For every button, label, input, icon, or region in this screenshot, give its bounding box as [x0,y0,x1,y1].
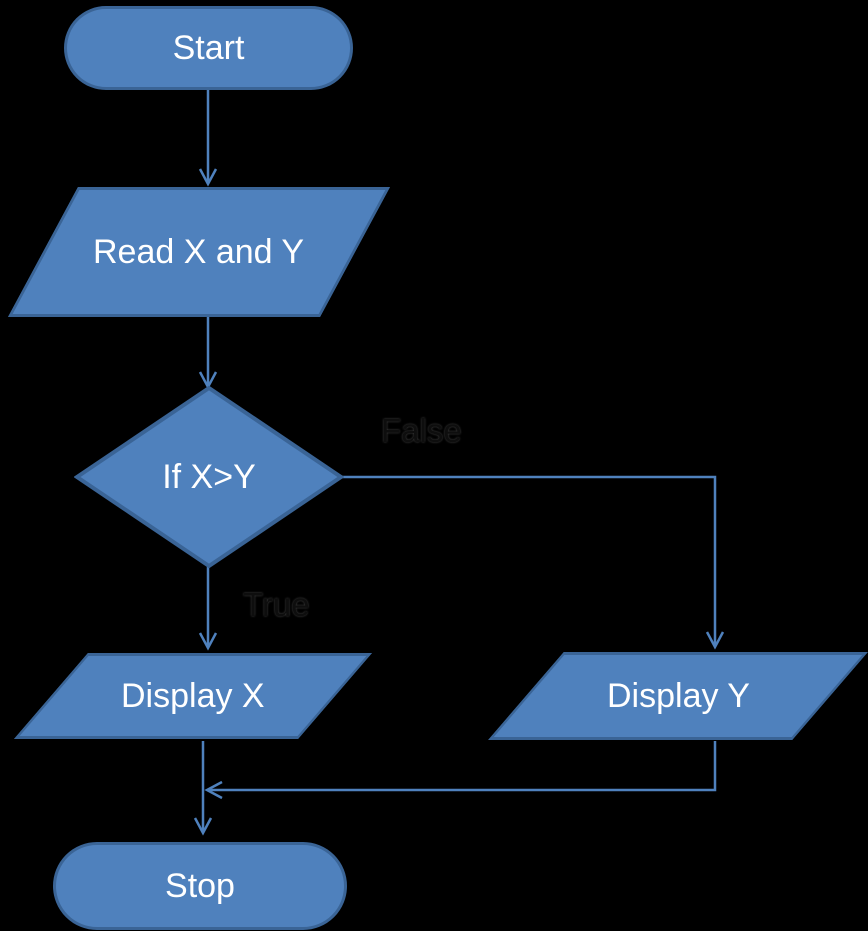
connector-decision-display-x [198,566,218,651]
connector-display-y-merge [204,741,717,800]
node-decision-label-wrap: If X>Y [74,385,344,569]
arrowhead-down-icon [193,817,213,836]
node-decision: If X>Y [74,385,344,569]
arrowhead-down-icon [198,168,218,187]
node-start-label: Start [172,29,245,67]
decision-diamond-polygon [74,385,344,569]
node-stop-label: Stop [165,867,235,905]
arrowhead-down-icon [198,632,218,651]
connector-decision-display-y [341,475,725,650]
arrowhead-down-icon [705,631,725,650]
edge-label-true: True [243,586,310,623]
arrowhead-left-icon [204,780,223,800]
connector-false-line [341,475,717,646]
connector-display-x-stop [193,741,213,836]
node-read-input-label: Read X and Y [93,233,305,271]
node-stop: Stop [53,842,347,930]
connector-display-y-merge-line [208,741,717,792]
node-display-x-label: Display X [121,677,265,715]
node-display-y-label: Display Y [606,677,750,715]
decision-diamond-shape [74,385,344,569]
connector-read-decision [198,317,218,390]
edge-label-false: False [381,412,462,449]
connector-start-read [198,89,218,187]
node-start: Start [64,6,353,90]
node-decision-label: If X>Y [162,458,256,496]
